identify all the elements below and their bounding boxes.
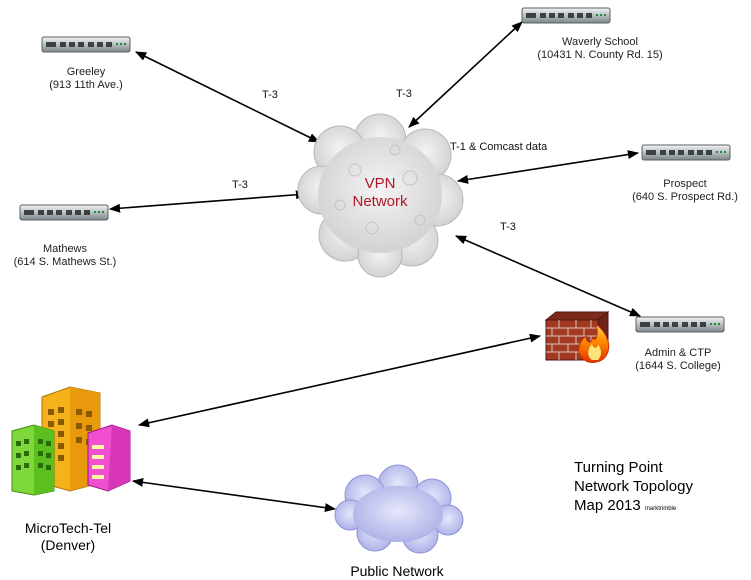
site-greeley-name: Greeley <box>66 66 106 78</box>
title-year: Map 2013 <box>574 497 641 514</box>
title-line1: Turning Point <box>574 459 663 476</box>
link-greeley-label: T-3 <box>262 89 278 101</box>
link-mathews <box>108 190 308 213</box>
site-waverly-name: Waverly School <box>561 36 638 48</box>
microtech-location: (Denver) <box>40 537 96 553</box>
site-mathews-address: (614 S. Mathews St.) <box>13 256 117 268</box>
link-waverly-label: T-3 <box>396 88 412 100</box>
office-buildings-icon <box>11 386 131 496</box>
site-admin-name: Admin & CTP <box>644 347 712 359</box>
link-greeley <box>134 51 321 143</box>
network-switch-icon <box>19 204 109 221</box>
link-admin <box>454 235 642 317</box>
site-greeley-address: (913 11th Ave.) <box>49 79 123 91</box>
public-network-label: Public Network <box>350 563 444 579</box>
site-waverly-address: (10431 N. County Rd. 15) <box>537 49 663 61</box>
link-mathews-label: T-3 <box>232 179 248 191</box>
link-prospect <box>456 150 640 184</box>
site-mathews-name: Mathews <box>42 243 88 255</box>
link-denver-public <box>131 477 337 513</box>
site-mathews-label: Mathews (614 S. Mathews St.) <box>2 243 128 269</box>
site-admin-label: Admin & CTP (1644 S. College) <box>618 347 738 373</box>
vpn-line2: Network <box>352 193 408 210</box>
firewall-icon <box>544 310 610 363</box>
site-prospect-label: Prospect (640 S. Prospect Rd.) <box>620 178 750 204</box>
public-cloud-icon <box>334 464 464 554</box>
network-switch-icon <box>635 316 725 333</box>
vpn-cloud-icon <box>297 113 464 278</box>
vpn-network-label: VPN Network <box>330 175 430 211</box>
microtech-name: MicroTech-Tel <box>24 520 112 536</box>
vpn-line1: VPN <box>364 175 396 192</box>
link-admin-label: T-3 <box>500 221 516 233</box>
site-waverly-label: Waverly School (10431 N. County Rd. 15) <box>525 36 675 62</box>
author-credit: marktrimble <box>644 506 677 512</box>
link-denver-firewall <box>137 333 542 428</box>
title-line2: Network Topology <box>574 478 693 495</box>
network-switch-icon <box>641 144 731 161</box>
link-waverly <box>408 21 523 128</box>
site-prospect-address: (640 S. Prospect Rd.) <box>632 191 738 203</box>
site-greeley-label: Greeley (913 11th Ave.) <box>30 66 142 92</box>
site-admin-address: (1644 S. College) <box>635 360 721 372</box>
link-prospect-label: T-1 & Comcast data <box>450 141 548 153</box>
network-switch-icon <box>521 7 611 24</box>
site-prospect-name: Prospect <box>663 178 707 190</box>
title-line3: Map 2013 marktrimble <box>574 496 693 515</box>
connection-lines <box>108 21 642 513</box>
microtech-label: MicroTech-Tel (Denver) <box>10 520 126 554</box>
diagram-title: Turning Point Network Topology Map 2013 … <box>574 458 693 515</box>
network-switch-icon <box>41 36 131 53</box>
